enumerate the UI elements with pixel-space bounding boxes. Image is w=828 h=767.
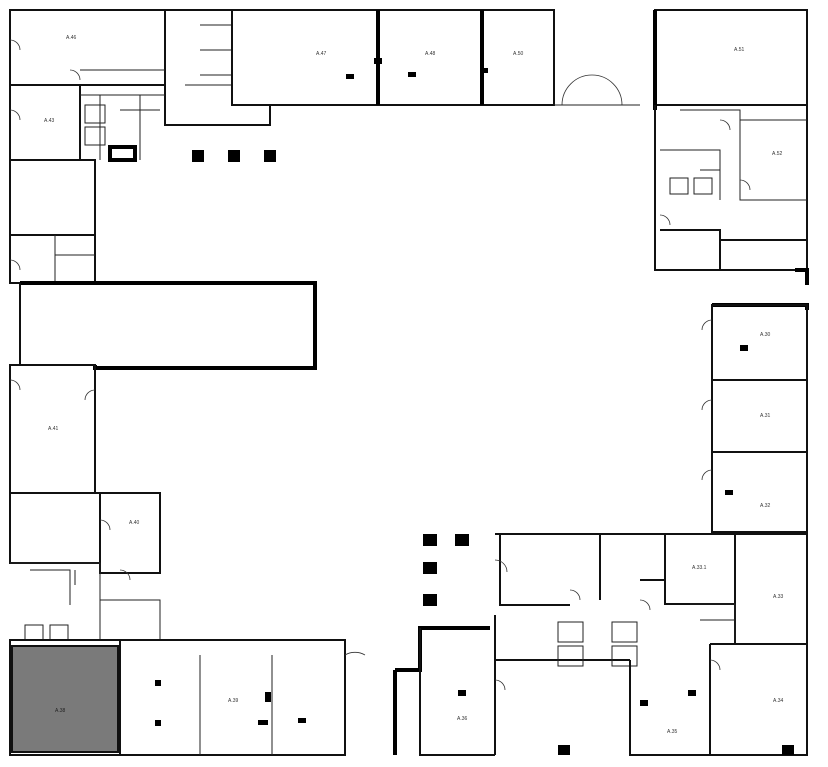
unit-label-a36[interactable]: А.36	[457, 716, 468, 722]
unit-label-a34[interactable]: А.34	[773, 698, 784, 704]
unit-label-a47[interactable]: А.47	[316, 51, 327, 57]
unit-label-a35[interactable]: А.35	[667, 729, 678, 735]
block-right	[701, 303, 809, 533]
block-top-left	[9, 9, 276, 162]
unit-labels: А.46 А.47 А.48 А.50 А.51 А.52 А.43 А.41 …	[44, 35, 784, 735]
unit-a38-selected[interactable]	[11, 645, 119, 753]
block-top-strip	[231, 9, 640, 106]
unit-label-a48[interactable]: А.48	[425, 51, 436, 57]
unit-label-a40[interactable]: А.40	[129, 520, 140, 526]
unit-label-a50[interactable]: А.50	[513, 51, 524, 57]
unit-label-a39[interactable]: А.39	[228, 698, 239, 704]
unit-label-a33[interactable]: А.33	[773, 594, 784, 600]
unit-label-a43[interactable]: А.43	[44, 118, 55, 124]
unit-label-a51[interactable]: А.51	[734, 47, 745, 53]
unit-label-a38[interactable]: А.38	[55, 708, 66, 714]
unit-label-a33-1[interactable]: А.33.1	[692, 565, 707, 571]
unit-label-a52[interactable]: А.52	[772, 151, 783, 157]
unit-label-a31[interactable]: А.31	[760, 413, 771, 419]
unit-label-a41[interactable]: А.41	[48, 426, 59, 432]
block-left	[9, 159, 317, 494]
unit-label-a30[interactable]: А.30	[760, 332, 771, 338]
unit-label-a46[interactable]: А.46	[66, 35, 77, 41]
block-top-right	[653, 9, 809, 285]
unit-label-a32[interactable]: А.32	[760, 503, 771, 509]
block-bottom-right	[393, 533, 808, 756]
block-bottom-left	[9, 492, 366, 756]
